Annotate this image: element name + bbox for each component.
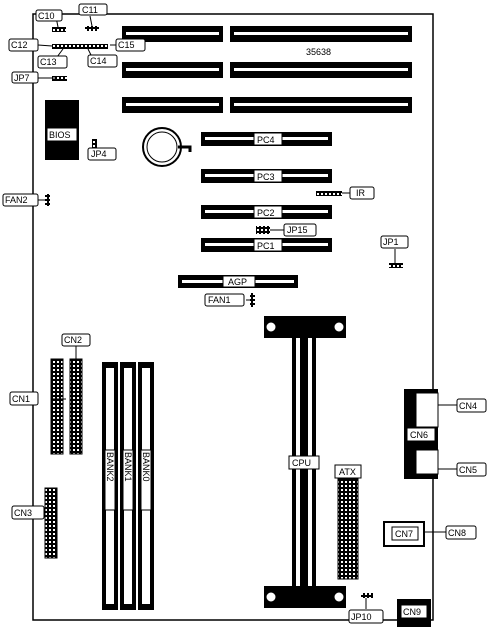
jp1-label: JP1 [383,237,399,247]
cpu-slot: CPU [264,316,346,608]
cn1-header [50,358,64,455]
c13-label: C13 [40,57,57,67]
ir-header [316,191,342,196]
board-outline [32,13,434,621]
pc1-label: PC1 [257,241,275,251]
pc4-label: PC4 [257,135,275,145]
callout-texts: C10 C11 C12 C13 C14 C15 JP7 JP4 FAN2 IR … [5,5,477,622]
fan1-label: FAN1 [208,295,231,305]
memory-banks [102,362,154,610]
isa-slots [122,26,412,113]
bios-label: BIOS [49,130,71,140]
bank1-label: BANK1 [123,452,133,482]
jp4-header [92,139,97,151]
jp15-header [256,226,270,234]
pc3-label: PC3 [257,172,275,182]
fan2-header [45,194,50,206]
board-number: 35638 [306,47,331,57]
jp10-header [361,593,373,598]
capacitor-headers [52,26,108,81]
battery [142,127,192,167]
cn8-label: CN8 [448,528,466,538]
jp4-label: JP4 [91,149,107,159]
cn3-header [44,487,58,559]
cn7-label: CN7 [395,529,413,539]
cn4-label: CN4 [459,401,477,411]
c11-label: C11 [82,5,98,15]
cn2-label: CN2 [64,335,82,345]
atx-connector: ATX [334,464,362,580]
agp-slot: AGP [178,275,298,288]
agp-label: AGP [228,277,247,287]
cn5-label: CN5 [459,465,477,475]
jp7-label: JP7 [14,73,30,83]
cn9-connector: CN9 [397,599,431,627]
serial-parallel-connectors: CN6 [404,389,439,479]
cn1-label: CN1 [12,394,30,404]
c12-label: C12 [11,40,28,50]
fan2-label: FAN2 [5,195,28,205]
c10-label: C10 [38,11,55,21]
jp1-header [389,263,403,268]
bank2-label: BANK2 [105,452,115,482]
atx-label: ATX [339,467,356,477]
ir-label: IR [356,188,366,198]
jp7-header [55,76,67,81]
jp15-label: JP15 [287,225,308,235]
pc2-label: PC2 [257,208,275,218]
jp10-label: JP10 [351,612,372,622]
cn9-label: CN9 [403,607,421,617]
pci-labels: PC4 PC3 PC2 PC1 [253,132,283,252]
bios-chip: BIOS [45,100,79,160]
cn7-connector: CN7 [383,521,425,547]
c15-label: C15 [118,40,135,50]
c14-label: C14 [90,56,107,66]
cn2-header [69,358,83,455]
bank0-label: BANK0 [141,452,151,482]
cpu-label: CPU [292,458,311,468]
callout-boxes [2,3,487,624]
cn6-label: CN6 [410,430,428,440]
cn3-label: CN3 [14,508,32,518]
